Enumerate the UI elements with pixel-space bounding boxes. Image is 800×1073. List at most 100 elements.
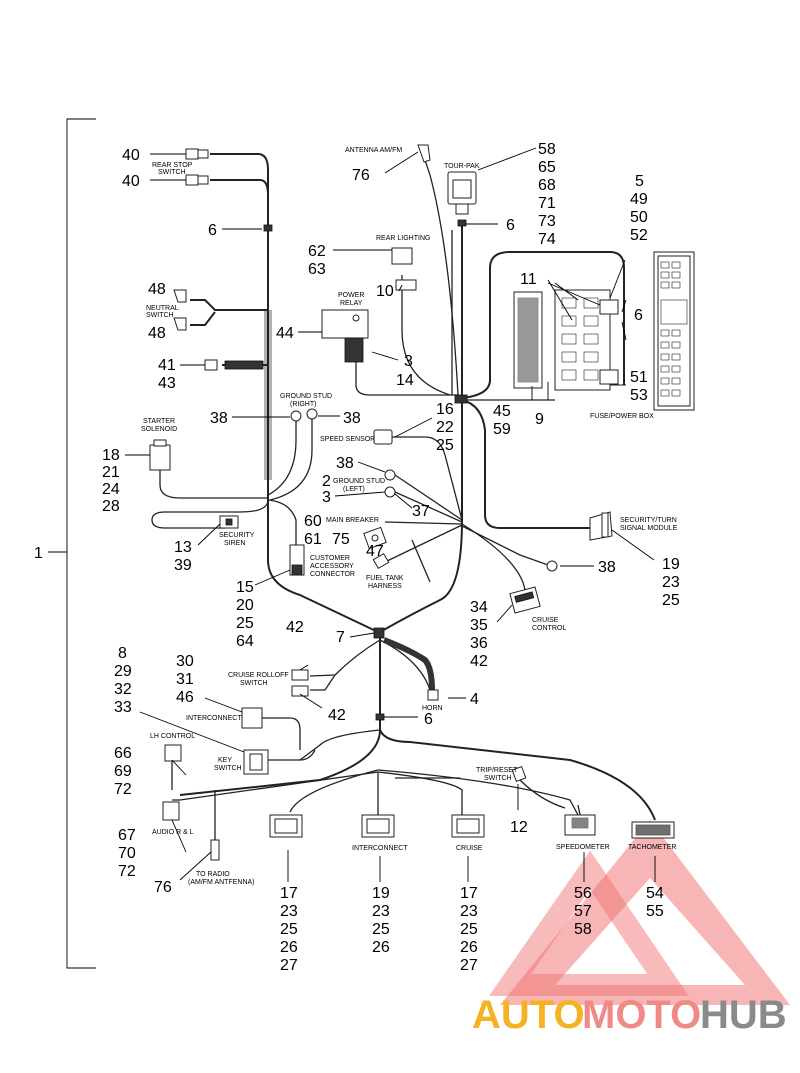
callout-68: 68 bbox=[538, 177, 556, 194]
label-fuse-box: FUSE/POWER BOX bbox=[590, 413, 654, 420]
trip-reset-switch bbox=[511, 766, 527, 782]
relay-block bbox=[513, 291, 543, 389]
callout-25-b: 25 bbox=[436, 437, 454, 454]
callout-25-c: 25 bbox=[662, 592, 680, 609]
cruise-rolloff-connector-1 bbox=[291, 669, 309, 681]
label-audio: AUDIO R & L bbox=[152, 829, 194, 836]
connector-41 bbox=[204, 359, 264, 371]
label-rolloff-2: SWITCH bbox=[240, 680, 268, 687]
callout-75: 75 bbox=[332, 531, 350, 548]
callout-4: 4 bbox=[470, 691, 479, 708]
label-antenna: ANTENNA AM/FM bbox=[345, 147, 402, 154]
callout-numbers: 1 40 40 6 48 48 41 43 38 38 18 21 24 28 … bbox=[34, 141, 680, 974]
label-ground-left-1: GROUND STUD bbox=[333, 478, 385, 485]
label-customer-1: CUSTOMER bbox=[310, 555, 350, 562]
rear-stop-switch-connector-1 bbox=[185, 148, 209, 160]
fuse-block bbox=[554, 289, 619, 391]
callout-55: 55 bbox=[646, 903, 664, 920]
callout-47: 47 bbox=[366, 543, 384, 560]
label-starter-1: STARTER bbox=[143, 418, 175, 425]
callout-54: 54 bbox=[646, 885, 664, 902]
fuel-tank-harness-connector bbox=[372, 552, 390, 570]
callout-6-a: 6 bbox=[208, 222, 217, 239]
callout-58-a: 58 bbox=[538, 141, 556, 158]
lh-control-connector bbox=[164, 744, 182, 762]
fuse-power-box bbox=[653, 251, 695, 411]
label-rear-lighting: REAR LIGHTING bbox=[376, 235, 430, 242]
label-horn: HORN bbox=[422, 705, 443, 712]
callout-38-b: 38 bbox=[343, 410, 361, 427]
callout-73: 73 bbox=[538, 213, 556, 230]
callout-63: 63 bbox=[308, 261, 326, 278]
callout-51: 51 bbox=[630, 369, 648, 386]
callout-16: 16 bbox=[436, 401, 454, 418]
callout-48-b: 48 bbox=[148, 325, 166, 342]
callout-34: 34 bbox=[470, 599, 488, 616]
callout-40-a: 40 bbox=[122, 147, 140, 164]
callout-6-d: 6 bbox=[424, 711, 433, 728]
tour-pak-connector bbox=[447, 171, 477, 215]
label-rear-stop-2: SWITCH bbox=[158, 169, 186, 176]
rear-stop-switch-connector-2 bbox=[185, 174, 209, 186]
watermark-triangle-left bbox=[488, 850, 689, 996]
callout-23-b: 23 bbox=[280, 903, 298, 920]
clip-6-tour-pak bbox=[457, 219, 467, 227]
callout-42-c: 42 bbox=[328, 707, 346, 724]
cruise-rolloff-connector-2 bbox=[291, 685, 309, 697]
callout-52: 52 bbox=[630, 227, 648, 244]
label-fuel-1: FUEL TANK bbox=[366, 575, 404, 582]
connector-17-left bbox=[269, 814, 303, 838]
callout-38-a: 38 bbox=[210, 410, 228, 427]
speed-sensor-connector bbox=[373, 429, 393, 445]
callout-65: 65 bbox=[538, 159, 556, 176]
callout-3-a: 3 bbox=[404, 353, 413, 370]
callout-38-d: 38 bbox=[598, 559, 616, 576]
clip-6-lower bbox=[375, 713, 385, 721]
callout-24: 24 bbox=[102, 481, 120, 498]
callout-17-b: 17 bbox=[460, 885, 478, 902]
callout-72-b: 72 bbox=[118, 863, 136, 880]
callout-14: 14 bbox=[396, 372, 414, 389]
callout-25-e: 25 bbox=[372, 921, 390, 938]
callout-76-b: 76 bbox=[154, 879, 172, 896]
label-main-breaker: MAIN BREAKER bbox=[326, 517, 379, 524]
callout-23-a: 23 bbox=[662, 574, 680, 591]
callout-5: 5 bbox=[635, 173, 644, 190]
label-security-turn-1: SECURITY/TURN bbox=[620, 517, 677, 524]
ground-ring-38 bbox=[546, 560, 558, 572]
antenna-connector bbox=[417, 144, 431, 163]
callout-19-a: 19 bbox=[662, 556, 680, 573]
callout-46: 46 bbox=[176, 689, 194, 706]
watermark-moto: MOTO bbox=[582, 993, 701, 1037]
callout-41: 41 bbox=[158, 357, 176, 374]
callout-13: 13 bbox=[174, 539, 192, 556]
callout-69: 69 bbox=[114, 763, 132, 780]
callout-25-f: 25 bbox=[460, 921, 478, 938]
power-relay bbox=[321, 309, 369, 363]
callout-7: 7 bbox=[336, 629, 345, 646]
label-ground-right-2: (RIGHT) bbox=[290, 401, 316, 408]
harness-bracket bbox=[48, 118, 96, 969]
callout-29: 29 bbox=[114, 663, 132, 680]
ground-stud-right-ring-1 bbox=[290, 410, 302, 422]
callout-26-b: 26 bbox=[372, 939, 390, 956]
main-breaker bbox=[363, 526, 387, 550]
interconnect-connector-a bbox=[241, 707, 263, 729]
ground-stud-left-ring-2 bbox=[384, 486, 396, 498]
callout-43: 43 bbox=[158, 375, 176, 392]
audio-connector bbox=[162, 801, 180, 821]
label-rolloff-1: CRUISE ROLLOFF bbox=[228, 672, 289, 679]
label-cruise-control-1: CRUISE bbox=[532, 617, 559, 624]
callout-25-a: 25 bbox=[236, 615, 254, 632]
callout-37: 37 bbox=[412, 503, 430, 520]
callout-45: 45 bbox=[493, 403, 511, 420]
label-trip-1: TRIP/RESET bbox=[476, 767, 518, 774]
label-cruise-control-2: CONTROL bbox=[532, 625, 566, 632]
callout-32: 32 bbox=[114, 681, 132, 698]
callout-76-a: 76 bbox=[352, 167, 370, 184]
callout-10: 10 bbox=[376, 283, 394, 300]
callout-26-a: 26 bbox=[280, 939, 298, 956]
callout-12: 12 bbox=[510, 819, 528, 836]
callout-28: 28 bbox=[102, 498, 120, 515]
